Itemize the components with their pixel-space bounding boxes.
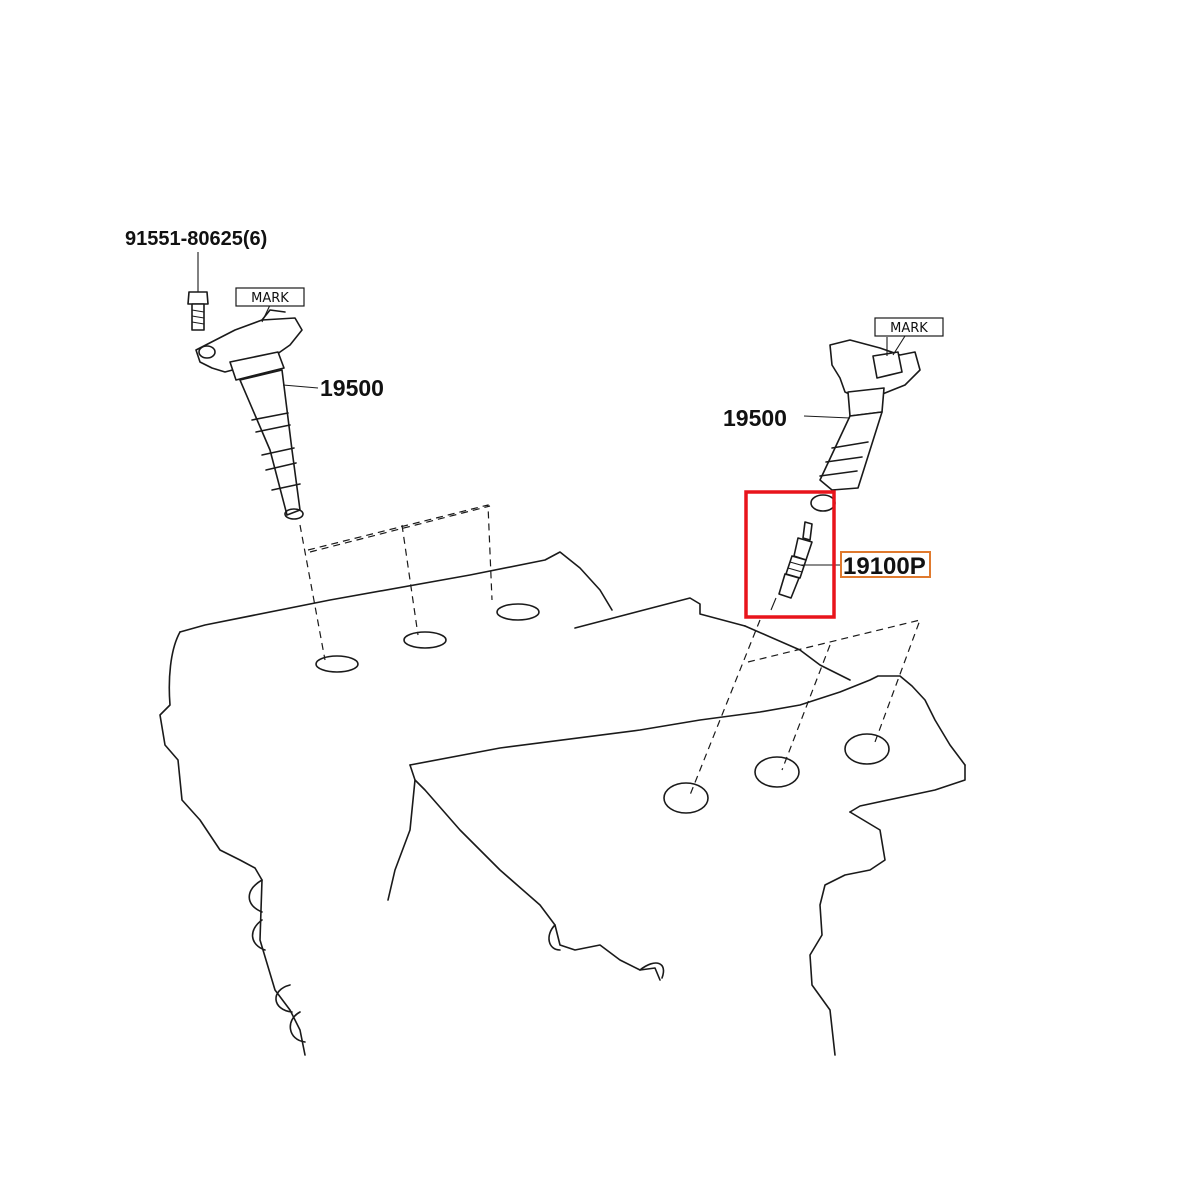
spark-plug-label-box (840, 551, 931, 578)
mark-label-left: MARK (251, 291, 289, 306)
mark-tag-right: MARK (874, 317, 944, 337)
bolt (187, 252, 209, 331)
spark-plug (770, 521, 813, 611)
mark-tag-left: MARK (235, 287, 305, 307)
spark-plug-part-label: 19100P (843, 553, 926, 580)
mark-label-right: MARK (890, 321, 928, 336)
alignment-lines (299, 504, 921, 796)
bolt-part-label: 91551-80625(6) (125, 228, 267, 250)
coil-left-part-label: 19500 (320, 375, 384, 401)
spark-plug-highlight-box (744, 490, 836, 619)
coil-right-part-label: 19500 (723, 405, 787, 431)
ignition-coil-right (810, 337, 921, 512)
ignition-coil-left (195, 309, 304, 520)
engine-outline (159, 551, 966, 1056)
